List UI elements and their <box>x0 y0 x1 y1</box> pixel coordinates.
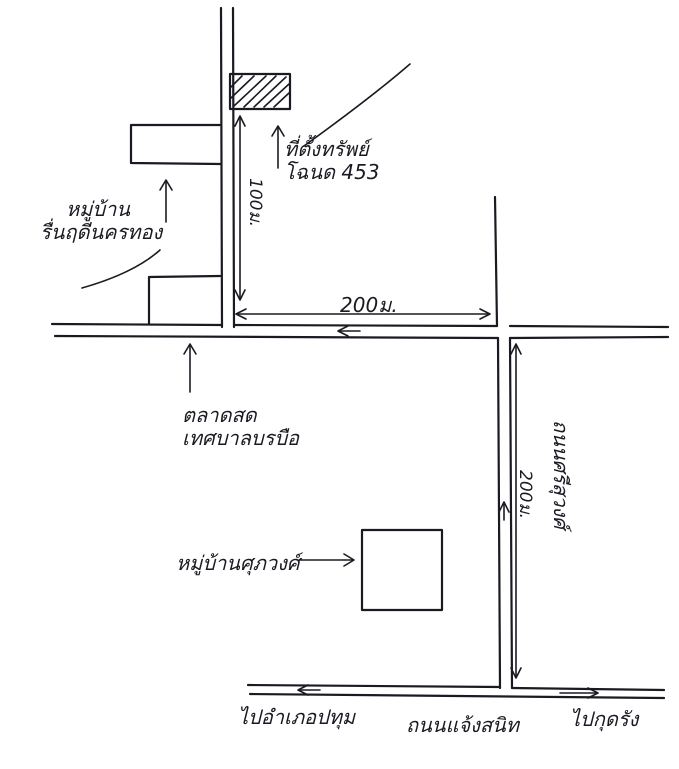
top-road-north-edge-left <box>50 322 224 327</box>
village-block <box>360 528 444 612</box>
to-right-label: ไปกุดรัง <box>570 707 639 731</box>
left-building-upper <box>129 123 222 166</box>
destination-pointer-curve <box>303 63 411 147</box>
distance-top-dimension <box>234 115 246 301</box>
distance-top-label: 100ม. <box>245 178 265 228</box>
bottom-road-arrow-right <box>559 687 599 699</box>
top-road-arrow <box>337 325 361 337</box>
right-road-east-edge <box>508 336 514 690</box>
arrow-up-destination <box>271 125 285 169</box>
village-left-label: หมู่บ้าน รื่นฤดีนครทอง <box>40 198 162 244</box>
distance-horizontal-dimension <box>235 308 491 320</box>
to-left-label: ไปอำเภอปทุม <box>238 705 356 729</box>
right-road-top-west-edge <box>493 195 499 328</box>
arrow-up-market <box>183 343 197 393</box>
destination-label: ที่ตั้งทรัพย์ โฉนด 453 <box>284 138 380 184</box>
right-road-west-edge <box>496 336 502 690</box>
road-bottom-label: ถนนแจ้งสนิท <box>406 713 519 737</box>
arrow-up-village-left <box>159 179 173 223</box>
bottom-road-north-edge-left <box>246 683 502 689</box>
distance-right-dimension <box>510 343 522 679</box>
right-road-arrow <box>498 501 510 521</box>
destination-line2: โฉนด 453 <box>284 160 380 184</box>
arrow-right-village-center <box>299 553 355 567</box>
distance-right-label: 200ม. <box>515 470 535 520</box>
bottom-road-north-edge-right <box>510 686 666 692</box>
village-pointer-curve <box>81 249 161 289</box>
village-left-line2: รื่นฤดีนครทอง <box>40 220 163 244</box>
property-plot <box>228 72 292 111</box>
top-road-south-edge <box>53 334 500 340</box>
left-road-west-edge <box>219 6 224 329</box>
top-road-north-edge-right <box>508 324 670 329</box>
bottom-road-south-edge <box>248 692 666 700</box>
bottom-road-arrow-left <box>297 684 321 696</box>
distance-horizontal-label: 200ม. <box>340 293 398 317</box>
left-building-lower <box>147 274 222 326</box>
destination-line1: ที่ตั้งทรัพย์ <box>284 137 369 161</box>
road-right-label: ถนนศรีสุวงศ์ <box>549 420 573 529</box>
market-line2: เทศบาลบรบือ <box>182 426 300 450</box>
top-road-north-edge-mid <box>232 323 499 328</box>
village-left-line1: หมู่บ้าน <box>66 197 130 221</box>
top-road-south-edge-right <box>508 335 670 340</box>
market-line1: ตลาดสด <box>182 403 257 427</box>
property-hatching <box>230 75 290 108</box>
market-label: ตลาดสด เทศบาลบรบือ <box>182 404 299 450</box>
village-center-label: หมู่บ้านศุภวงศ์ <box>176 551 300 575</box>
left-road-east-edge <box>231 6 236 329</box>
